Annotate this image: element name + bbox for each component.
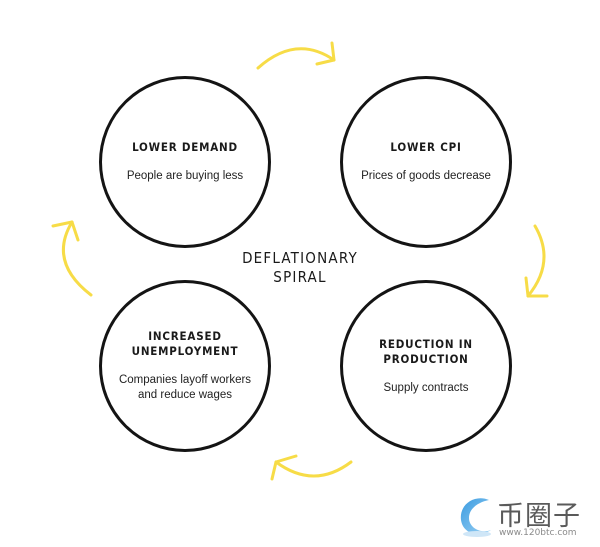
- c-swoosh-logo-icon: [460, 498, 491, 537]
- node-title: REDUCTION IN PRODUCTION: [379, 337, 473, 367]
- node-lower-demand: LOWER DEMAND People are buying less: [99, 76, 271, 248]
- node-description: People are buying less: [127, 169, 243, 184]
- node-description: Supply contracts: [383, 381, 468, 396]
- node-title-line: REDUCTION IN: [379, 336, 473, 351]
- node-increased-unemployment: INCREASED UNEMPLOYMENT Companies layoff …: [99, 280, 271, 452]
- arrow-right: [524, 224, 549, 298]
- watermark-text: 币圈子: [497, 501, 581, 532]
- node-title-line: PRODUCTION: [383, 351, 469, 366]
- node-title-line: UNEMPLOYMENT: [131, 344, 239, 358]
- arrow-bottom: [270, 454, 353, 481]
- node-title: LOWER DEMAND: [132, 140, 238, 155]
- node-description-line: and reduce wages: [138, 389, 232, 401]
- arrow-left: [51, 220, 93, 297]
- center-label-line: DEFLATIONARY: [242, 249, 358, 267]
- node-title-line: LOWER DEMAND: [132, 140, 238, 154]
- node-description-line: Supply contracts: [383, 381, 469, 394]
- watermark: 币圈子 www.120btc.com: [455, 492, 595, 542]
- center-label: DEFLATIONARY SPIRAL: [230, 249, 370, 287]
- node-description: Companies layoff workers and reduce wage…: [119, 373, 251, 403]
- node-title-line: INCREASED: [148, 329, 222, 343]
- node-description-line: Companies layoff workers: [118, 374, 252, 386]
- node-title-line: LOWER CPI: [390, 140, 462, 154]
- node-reduction-in-production: REDUCTION IN PRODUCTION Supply contracts: [340, 280, 512, 452]
- node-description-line: People are buying less: [126, 170, 244, 182]
- node-description-line: Prices of goods decrease: [361, 170, 491, 182]
- node-title: LOWER CPI: [390, 140, 461, 155]
- arrow-top: [256, 41, 336, 70]
- node-lower-cpi: LOWER CPI Prices of goods decrease: [340, 76, 512, 248]
- node-description: Prices of goods decrease: [361, 169, 491, 184]
- watermark-url: www.120btc.com: [499, 528, 577, 538]
- node-title: INCREASED UNEMPLOYMENT: [132, 329, 239, 359]
- center-label-line: SPIRAL: [273, 268, 327, 286]
